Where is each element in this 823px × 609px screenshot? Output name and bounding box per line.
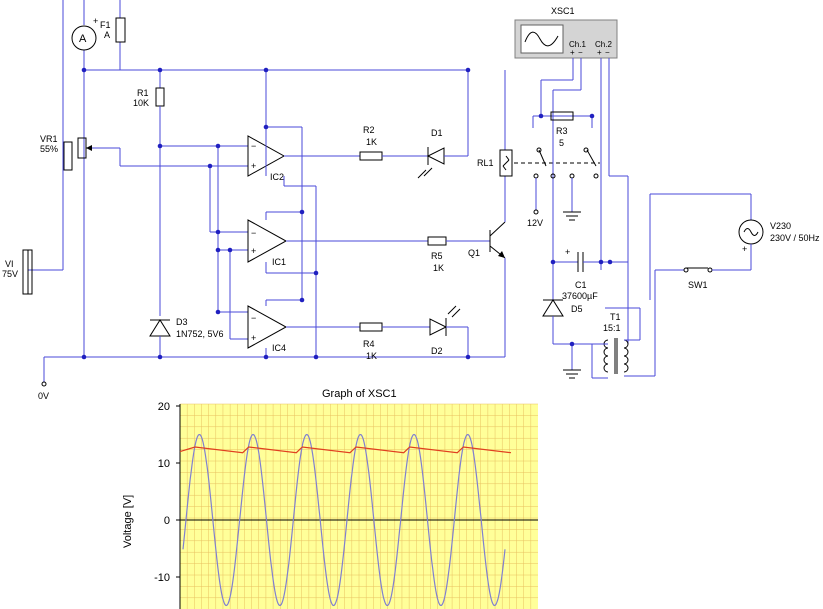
svg-text:+: + — [742, 244, 747, 254]
series-group — [179, 433, 512, 607]
r5-resistor: R5 1K — [427, 236, 490, 273]
svg-text:R1: R1 — [137, 88, 149, 98]
svg-text:VR1: VR1 — [40, 134, 58, 144]
ic1-opamp: − + IC1 — [247, 211, 428, 274]
svg-text:1K: 1K — [433, 263, 444, 273]
svg-text:1N752, 5V6: 1N752, 5V6 — [176, 329, 224, 339]
svg-text:15:1: 15:1 — [603, 323, 621, 333]
svg-text:IC4: IC4 — [272, 343, 286, 353]
d3-zener: D3 1N752, 5V6 — [149, 317, 224, 357]
v12-terminal: 12V — [527, 178, 543, 228]
svg-text:5: 5 — [559, 138, 564, 148]
plot-grid — [179, 403, 538, 609]
svg-text:D5: D5 — [571, 304, 583, 314]
graph: Graph of XSC1 20 10 0 -10 Voltage [V] — [122, 388, 538, 609]
y-axis-label: Voltage [V] — [122, 495, 134, 548]
svg-text:37600µF: 37600µF — [562, 291, 598, 301]
svg-text:R5: R5 — [431, 251, 443, 261]
svg-text:−: − — [605, 48, 610, 57]
svg-text:−: − — [251, 141, 256, 151]
y-tick-label: 10 — [158, 458, 170, 470]
svg-text:IC1: IC1 — [272, 257, 286, 267]
v230-source: + V230 230V / 50Hz — [649, 193, 820, 300]
ic4-opamp: − + IC4 — [247, 176, 360, 357]
svg-text:T1: T1 — [610, 312, 621, 322]
r4-resistor: R4 1K — [359, 322, 430, 361]
svg-text:−: − — [251, 313, 256, 323]
svg-text:R3: R3 — [556, 126, 568, 136]
reference-wires — [160, 145, 248, 340]
svg-text:−: − — [251, 228, 256, 238]
svg-text:SW1: SW1 — [688, 280, 708, 290]
svg-text:Q1: Q1 — [468, 248, 480, 258]
svg-text:D1: D1 — [431, 128, 443, 138]
svg-text:+: + — [251, 333, 256, 343]
svg-text:1K: 1K — [366, 137, 377, 147]
relay-ground — [563, 178, 581, 221]
svg-text:+: + — [597, 48, 602, 57]
svg-text:A: A — [104, 30, 110, 40]
junctions — [81, 67, 613, 360]
svg-text:+: + — [251, 161, 256, 171]
svg-text:D3: D3 — [176, 317, 188, 327]
svg-text:R4: R4 — [363, 339, 375, 349]
svg-text:+: + — [251, 246, 256, 256]
y-tick-label: 20 — [158, 401, 170, 413]
left-rail — [28, 0, 505, 382]
svg-text:10K: 10K — [133, 98, 149, 108]
rl1-relay: RL1 — [477, 70, 600, 177]
svg-text:55%: 55% — [40, 144, 58, 154]
d5-diode: D5 — [542, 299, 583, 344]
r2-resistor: R2 1K — [359, 125, 428, 161]
svg-text:V230: V230 — [770, 221, 791, 231]
series-sine — [182, 433, 506, 607]
ammeter: A + — [71, 16, 98, 51]
svg-text:12V: 12V — [527, 218, 543, 228]
svg-text:XSC1: XSC1 — [551, 6, 575, 16]
svg-text:A: A — [79, 33, 87, 45]
svg-text:75V: 75V — [2, 269, 18, 279]
vr1-potentiometer: VR1 55% — [40, 134, 248, 171]
series-ripple — [179, 446, 512, 454]
svg-text:230V / 50Hz: 230V / 50Hz — [770, 233, 820, 243]
ic2-opamp: − + IC2 — [247, 70, 360, 212]
c1-capacitor: + C1 37600µF — [552, 200, 628, 301]
svg-text:VI: VI — [5, 259, 14, 269]
svg-text:C1: C1 — [575, 280, 587, 290]
y-tick-label: 0 — [164, 515, 170, 527]
r3-resistor: R3 5 — [532, 111, 599, 179]
fuse: F1 A — [100, 17, 126, 43]
y-tick-label: -10 — [154, 572, 170, 584]
svg-text:RL1: RL1 — [477, 158, 494, 168]
svg-text:−: − — [578, 48, 583, 57]
d1-led: D1 — [417, 70, 469, 179]
graph-title: Graph of XSC1 — [322, 388, 397, 400]
r1-resistor: R1 10K — [133, 70, 165, 316]
ground-0v: 0V — [38, 381, 49, 401]
sw1-switch: SW1 — [654, 267, 751, 376]
q1-transistor: Q1 — [468, 176, 506, 357]
d2-led: D2 — [429, 305, 469, 357]
svg-text:R2: R2 — [363, 125, 375, 135]
oscilloscope: XSC1 Ch.1 Ch.2 + − + − — [514, 6, 618, 59]
svg-text:1K: 1K — [366, 351, 377, 361]
svg-text:F1: F1 — [100, 20, 111, 30]
svg-text:IC2: IC2 — [270, 172, 284, 182]
svg-text:D2: D2 — [431, 346, 443, 356]
y-axis-ticks: 20 10 0 -10 — [154, 401, 180, 584]
svg-text:+: + — [570, 48, 575, 57]
svg-text:Ch.2: Ch.2 — [595, 40, 612, 49]
v1-source: VI 75V — [2, 249, 33, 295]
svg-text:Ch.1: Ch.1 — [569, 40, 586, 49]
scope-wires — [540, 58, 629, 344]
t1-transformer: T1 15:1 — [553, 307, 655, 379]
svg-text:0V: 0V — [38, 391, 49, 401]
svg-text:+: + — [565, 247, 570, 257]
svg-text:+: + — [93, 16, 98, 26]
